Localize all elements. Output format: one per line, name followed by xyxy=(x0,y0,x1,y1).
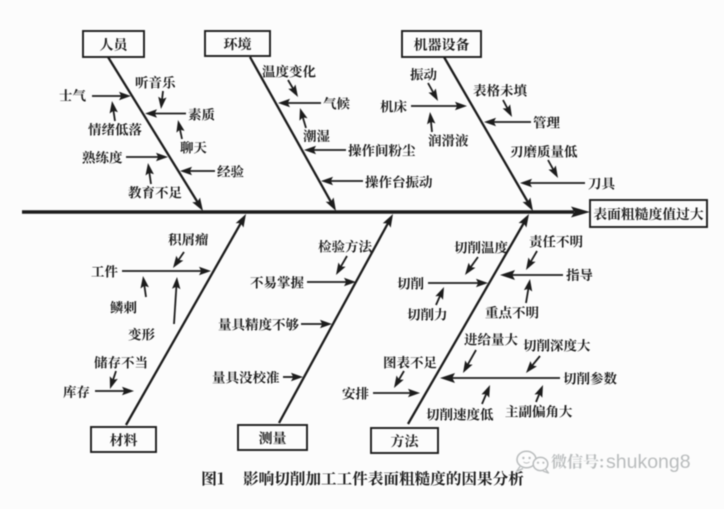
svg-text:shukong8: shukong8 xyxy=(606,451,691,473)
